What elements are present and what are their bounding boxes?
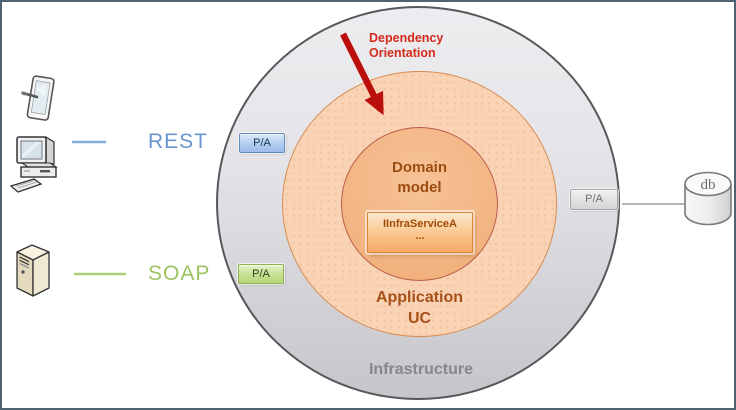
domain-model-label: Domain model (341, 158, 498, 198)
infrastructure-label: Infrastructure (368, 361, 474, 378)
tablet-icon (20, 72, 56, 126)
db-port-adapter-badge: P/A (570, 189, 618, 210)
rest-port-adapter-badge: P/A (239, 133, 285, 153)
application-label-line1: Application (375, 289, 464, 306)
db-label: db (701, 177, 716, 193)
application-label-line2: UC (407, 310, 432, 327)
domain-label-line1: Domain (391, 159, 447, 176)
infra-service-box: IInfraServiceA ... (367, 212, 473, 253)
infra-service-ellipsis: ... (415, 230, 425, 242)
rest-label: REST (148, 130, 209, 153)
application-label: Application UC (341, 287, 498, 329)
domain-model-circle (341, 127, 498, 281)
dependency-annotation: Dependency Orientation (369, 31, 469, 61)
desktop-computer-icon (10, 133, 60, 195)
annotation-line1: Dependency (369, 31, 444, 45)
infra-service-name: IInfraServiceA (383, 218, 457, 230)
annotation-line2: Orientation (369, 46, 436, 60)
soap-port-adapter-badge: P/A (238, 264, 284, 284)
database-cylinder-icon: db (682, 170, 734, 228)
server-icon (12, 242, 54, 300)
domain-label-line2: model (397, 179, 442, 196)
stylus (21, 91, 39, 99)
soap-label: SOAP (148, 262, 211, 285)
